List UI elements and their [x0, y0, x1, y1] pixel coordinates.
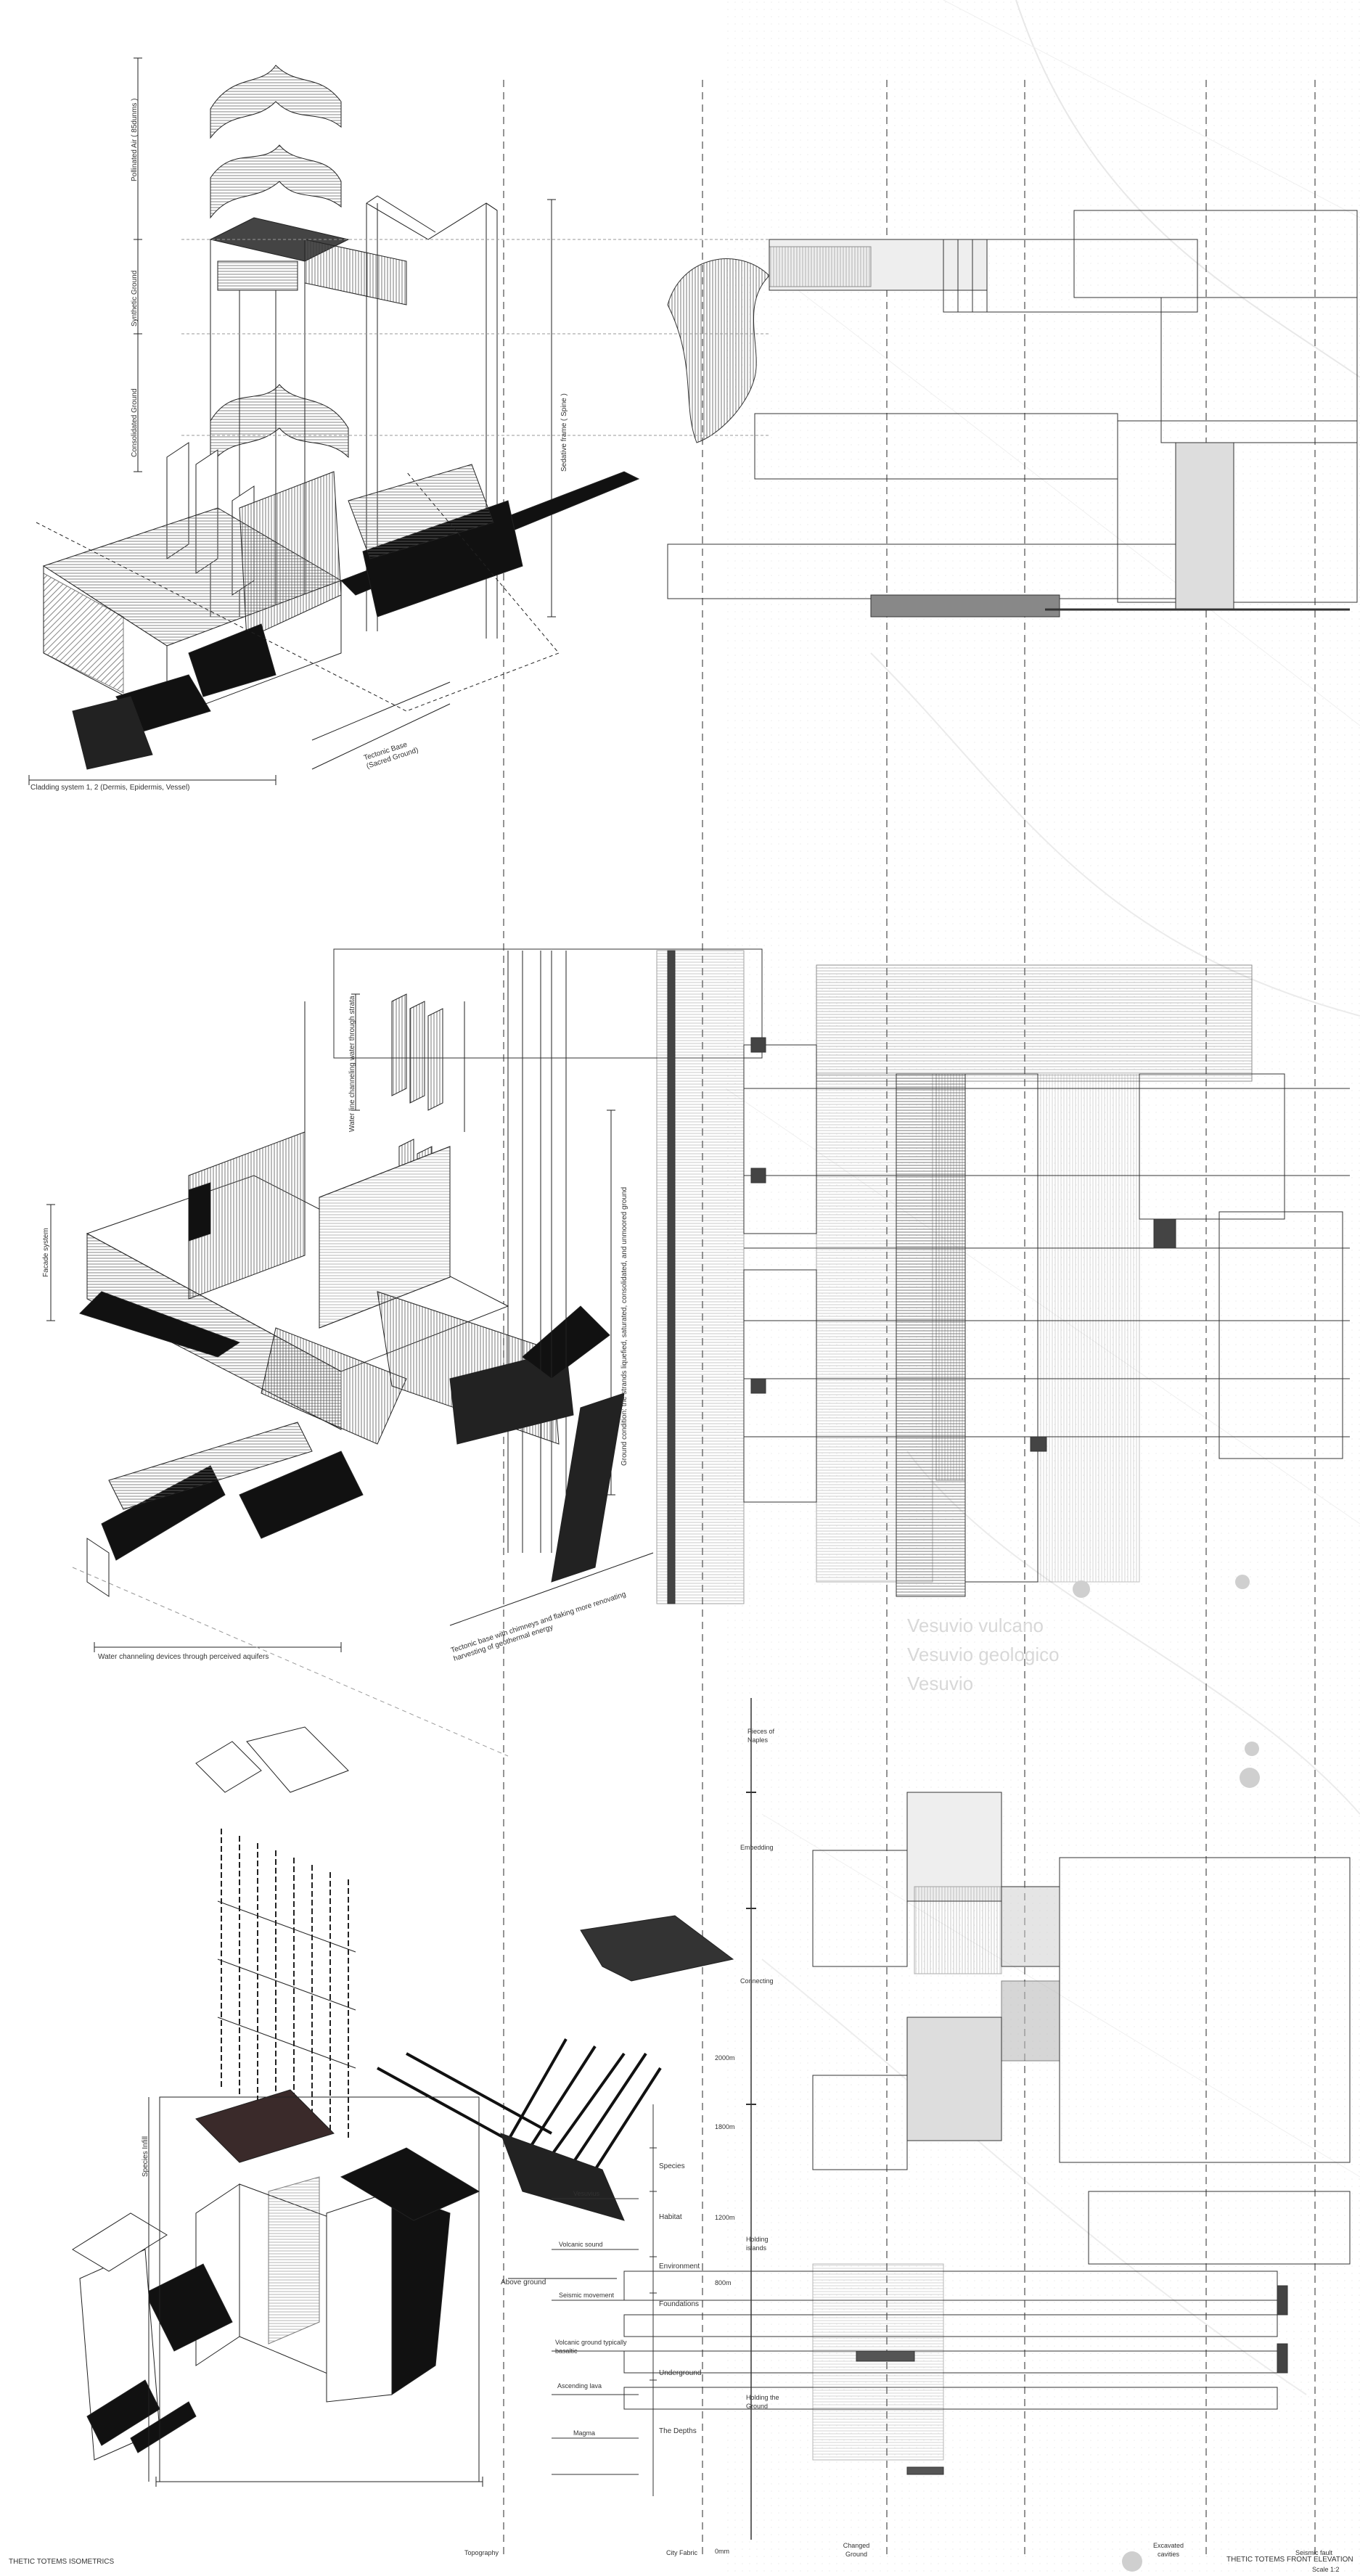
timeline-embedding: Embedding — [740, 1844, 774, 1851]
axis-changed-ground: Changed Ground — [843, 2542, 870, 2558]
label-synthetic-ground: Synthetic Ground — [131, 270, 139, 327]
bottom-scale: Scale 1:2 — [1312, 2566, 1340, 2573]
axis-city-fabric: City Fabric — [666, 2549, 698, 2556]
strata-environment: Environment — [659, 2263, 700, 2271]
timeline-2000m: 2000m — [715, 2054, 735, 2062]
overlay-text-3: Vesuvio — [907, 1673, 974, 1694]
overlay-text-2: Vesuvio geologico — [907, 1644, 1060, 1665]
strata-volcanic-ground: Volcanic ground typically basaltic — [555, 2339, 627, 2355]
strata-the-depths: The Depths — [659, 2427, 697, 2435]
map-dots — [1073, 1575, 1260, 2572]
label-sedative-frame: Sedative frame ( Spine ) — [560, 393, 568, 472]
strata-underground: Underground — [659, 2369, 702, 2377]
strata-seismic-movement: Seismic movement — [559, 2292, 615, 2299]
timeline-connecting: Connecting — [740, 1977, 774, 1985]
label-species-infill: Species Infill — [142, 2136, 149, 2177]
strata-habitat: Habitat — [659, 2213, 682, 2221]
label-consolidated-ground: Consolidated Ground — [131, 388, 139, 457]
label-water-lines: Water line channeling water through stra… — [348, 996, 356, 1132]
top-elevation — [181, 210, 1358, 618]
timeline-800m: 800m — [715, 2279, 732, 2286]
label-pollinated-air: Pollinated Air ( 85dunms ) — [131, 98, 139, 181]
strata-ascending-lava: Ascending lava — [557, 2382, 602, 2390]
strata-species: Species — [659, 2162, 685, 2170]
bottom-left-title: THETIC TOTEMS ISOMETRICS — [9, 2558, 115, 2566]
label-ground-condition: Ground condition: the strands liquefied,… — [620, 1186, 628, 1466]
timeline-0mm: 0mm — [715, 2548, 729, 2555]
middle-isometric — [46, 951, 654, 1757]
label-cladding: Cladding system 1, 2 (Dermis, Epidermis,… — [30, 784, 190, 792]
timeline-pieces-of-naples: Pieces of Naples — [747, 1728, 775, 1744]
timeline-holding-ground: Holding the Ground — [746, 2394, 779, 2410]
label-above-ground: Above ground — [501, 2278, 546, 2286]
overlay-text-1: Vesuvio vulcano — [907, 1615, 1044, 1636]
axis-excavated-cavities: Excavated cavities — [1152, 2542, 1184, 2558]
timeline-holding-islands: Holding islands — [746, 2236, 769, 2252]
axis-seismic-fault: Seismic fault — [1295, 2549, 1333, 2556]
middle-elevation — [333, 948, 1350, 1604]
strata-foundations: Foundations — [659, 2300, 700, 2308]
timeline-1800m: 1800m — [715, 2123, 735, 2130]
bottom-elevation — [623, 1792, 1351, 2475]
strata-vesuvius: Vesuvius — [573, 2190, 600, 2197]
label-facade: Facade system — [42, 1228, 50, 1277]
axis-topography: Topography — [464, 2549, 499, 2556]
strata-volcanic-sound: Volcanic sound — [559, 2241, 603, 2248]
bottom-right-title: THETIC TOTEMS FRONT ELEVATION — [1226, 2556, 1353, 2564]
bottom-isometric — [72, 1726, 734, 2487]
label-water-devices: Water channeling devices through perceiv… — [98, 1653, 269, 1661]
timeline-1200m: 1200m — [715, 2214, 735, 2221]
top-isometric — [28, 57, 640, 785]
strata-scale — [552, 1698, 756, 2540]
strata-magma: Magma — [573, 2429, 596, 2437]
